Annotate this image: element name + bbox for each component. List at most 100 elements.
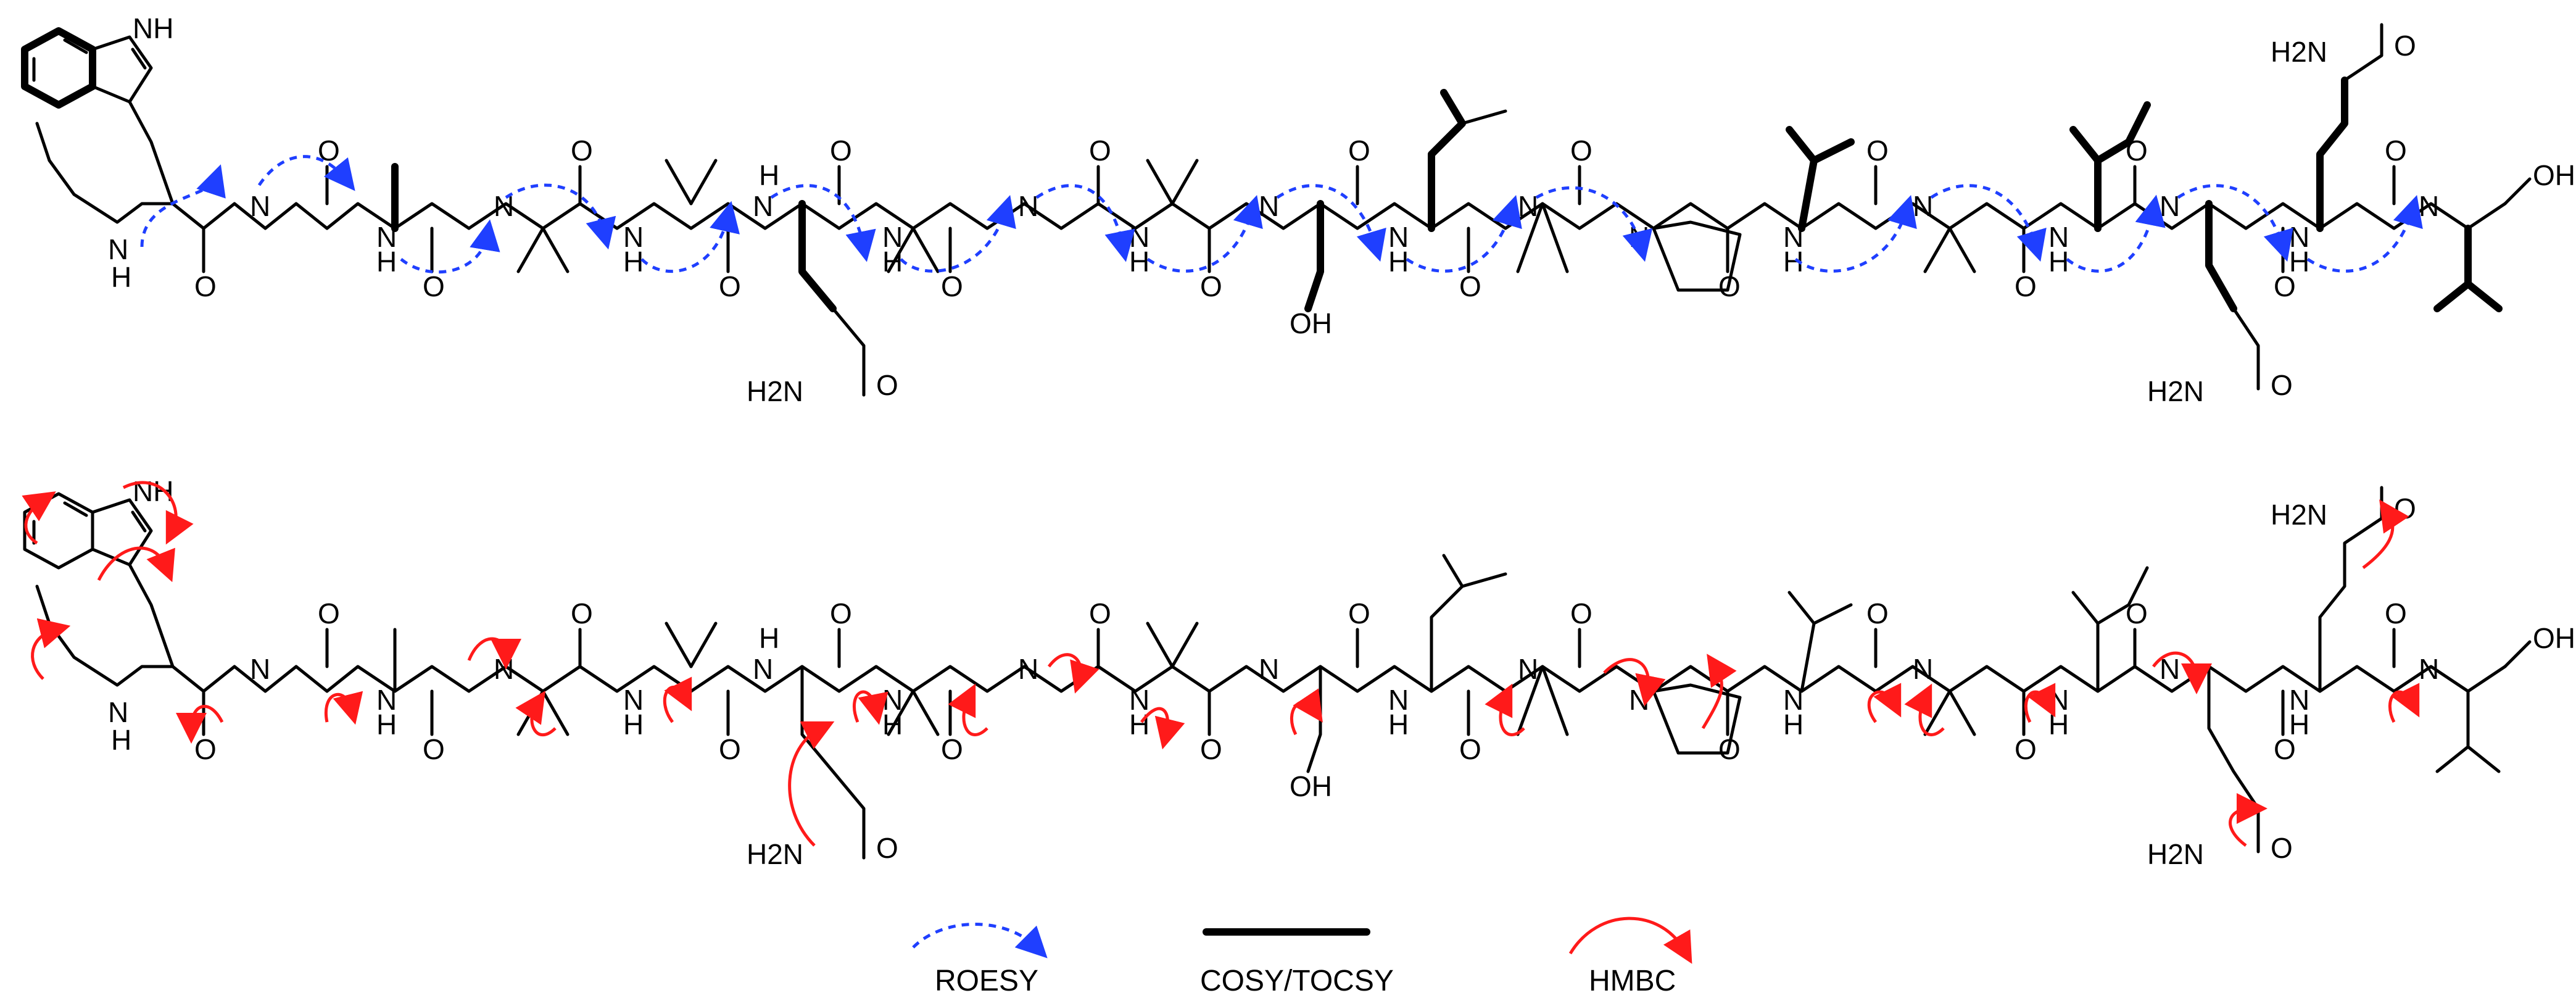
bottom-n-aib2: N	[623, 684, 644, 716]
top-side-chains: H2N O OH H2N O H2N O	[391, 23, 2575, 407]
bottom-gln-o: O	[876, 832, 898, 864]
bottom-o-11: O	[1459, 733, 1481, 765]
bottom-h-ala: H	[376, 709, 397, 741]
bottom-peptide-structure: NH N H O O O O O O O O O O	[22, 475, 2575, 870]
bottom-hmbc-correlations	[22, 481, 2420, 847]
bottom-n-gln3: N	[2289, 684, 2309, 716]
bottom-h-gln3: H	[2289, 709, 2309, 741]
top-n-aib3: N	[882, 221, 903, 253]
top-n-gln2: N	[2160, 190, 2180, 222]
top-o-5: O	[719, 270, 741, 302]
top-indole-ring: NH	[21, 12, 173, 109]
top-gln2-h2n: H2N	[2147, 375, 2204, 407]
bottom-o-2: O	[318, 597, 340, 630]
top-o-7: O	[941, 270, 963, 302]
legend-hmbc: HMBC	[1568, 917, 1692, 997]
top-o-17: O	[2274, 270, 2296, 302]
top-gln3-o: O	[2394, 30, 2416, 62]
hmbc-arrow-icon	[1568, 917, 1692, 964]
bottom-indole-nh-label: NH	[133, 475, 173, 507]
top-gln3-h2n: H2N	[2271, 36, 2327, 68]
bottom-gln2-o: O	[2271, 832, 2293, 864]
bottom-o-12: O	[1570, 597, 1592, 630]
top-h-gln: H	[759, 159, 779, 191]
bottom-indole-ring: NH	[23, 475, 173, 570]
bottom-o-5: O	[719, 733, 741, 765]
bottom-gln-h2n: H2N	[747, 838, 803, 870]
bottom-n-val: N	[1783, 684, 1804, 716]
bottom-h-leu: H	[1388, 709, 1409, 741]
bottom-o-7: O	[941, 733, 963, 765]
top-n-aib4: N	[1018, 190, 1038, 222]
top-o-4: O	[571, 135, 593, 167]
bottom-o-10: O	[1348, 597, 1370, 630]
top-o-14: O	[1866, 135, 1889, 167]
bottom-h-ile: H	[2048, 709, 2069, 741]
top-gln-h2n: H2N	[747, 375, 803, 407]
top-h-gln3: H	[2289, 246, 2309, 278]
bottom-n-valol: N	[2419, 653, 2439, 685]
bottom-o-15: O	[2015, 733, 2037, 765]
top-n-valol: N	[2419, 190, 2439, 222]
top-valol-oh: OH	[2533, 159, 2575, 191]
top-o-11: O	[1459, 270, 1481, 302]
top-h-ala: H	[376, 246, 397, 278]
top-h-aib2: H	[623, 246, 644, 278]
top-o-1: O	[194, 270, 217, 302]
top-trp-h: H	[111, 261, 131, 293]
bottom-amide-nitrogens: N N H N N H N H N H N N H N N H N N N H …	[250, 622, 2439, 741]
top-n-gln: N	[753, 190, 773, 222]
top-h-aib5: H	[1129, 246, 1149, 278]
bottom-o-17: O	[2274, 733, 2296, 765]
bottom-h-gln: H	[759, 622, 779, 654]
bottom-o-4: O	[571, 597, 593, 630]
top-h-ile: H	[2048, 246, 2069, 278]
top-ser-oh: OH	[1290, 307, 1332, 339]
top-n-aib2: N	[623, 221, 644, 253]
top-o-9: O	[1200, 270, 1222, 302]
bottom-trp-h: H	[111, 724, 131, 756]
bottom-n-gly: N	[250, 653, 270, 685]
bottom-n-leu: N	[1388, 684, 1409, 716]
top-o-18: O	[2385, 135, 2407, 167]
bottom-n-gln: N	[753, 653, 773, 685]
bottom-h-val: H	[1783, 709, 1804, 741]
top-n-aib6: N	[1518, 190, 1538, 222]
legend-roesy-label: ROESY	[935, 965, 1038, 997]
top-o-10: O	[1348, 135, 1370, 167]
bottom-o-9: O	[1200, 733, 1222, 765]
bottom-n-aib1: N	[494, 653, 514, 685]
top-n-aib7: N	[1913, 190, 1933, 222]
bottom-o-6: O	[830, 597, 852, 630]
bottom-ser-oh: OH	[1290, 770, 1332, 802]
top-gln-o: O	[876, 369, 898, 401]
top-o-6: O	[830, 135, 852, 167]
bottom-gln3-o: O	[2394, 493, 2416, 525]
top-n-ile: N	[2048, 221, 2069, 253]
top-n-ser: N	[1259, 190, 1279, 222]
bottom-h-aib2: H	[623, 709, 644, 741]
bottom-n-aib4: N	[1018, 653, 1038, 685]
bottom-o-14: O	[1866, 597, 1889, 630]
top-o-12: O	[1570, 135, 1592, 167]
top-trp-n: N	[108, 233, 128, 265]
bottom-trp-n: N	[108, 696, 128, 728]
roesy-arrow-icon	[912, 923, 1048, 958]
legend-roesy: ROESY	[912, 923, 1048, 997]
top-o-8: O	[1089, 135, 1111, 167]
top-o-3: O	[423, 270, 445, 302]
bottom-n-aib5: N	[1129, 684, 1149, 716]
bottom-o-3: O	[423, 733, 445, 765]
bottom-gln3-h2n: H2N	[2271, 499, 2327, 531]
bottom-n-aib6: N	[1518, 653, 1538, 685]
top-n-leu: N	[1388, 221, 1409, 253]
bottom-n-aib7: N	[1913, 653, 1933, 685]
top-o-15: O	[2015, 270, 2037, 302]
bottom-n-ser: N	[1259, 653, 1279, 685]
bottom-o-1: O	[194, 733, 217, 765]
legend-cosy-label: COSY/TOCSY	[1200, 965, 1394, 997]
top-h-leu: H	[1388, 246, 1409, 278]
bottom-h-aib5: H	[1129, 709, 1149, 741]
top-n-gly: N	[250, 190, 270, 222]
